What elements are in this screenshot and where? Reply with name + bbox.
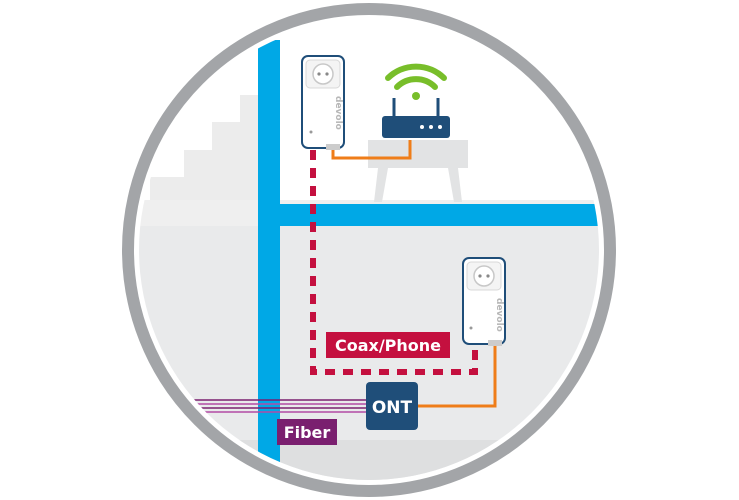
ont-box: ONT xyxy=(366,382,418,430)
adapter-brand-bottom: devolo xyxy=(494,298,504,332)
wifi-icon xyxy=(385,63,447,100)
fiber-text: Fiber xyxy=(284,423,331,442)
router-icon xyxy=(382,98,450,138)
powerline-adapter-top: devolo xyxy=(301,55,345,150)
power-socket-icon xyxy=(473,265,495,287)
ont-text: ONT xyxy=(372,398,413,418)
coax-phone-label: Coax/Phone xyxy=(326,332,450,358)
ethernet-cable-ont xyxy=(418,343,497,408)
coax-phone-line xyxy=(310,150,478,375)
coax-phone-text: Coax/Phone xyxy=(335,336,441,355)
vertical-wall xyxy=(258,40,280,480)
ethernet-cable-router xyxy=(331,140,412,160)
fiber-label: Fiber xyxy=(277,419,337,445)
powerline-adapter-bottom: devolo xyxy=(462,257,506,346)
power-socket-icon xyxy=(312,63,334,85)
adapter-brand-top: devolo xyxy=(333,96,343,130)
floor-slab xyxy=(258,204,599,226)
side-table xyxy=(368,140,468,202)
